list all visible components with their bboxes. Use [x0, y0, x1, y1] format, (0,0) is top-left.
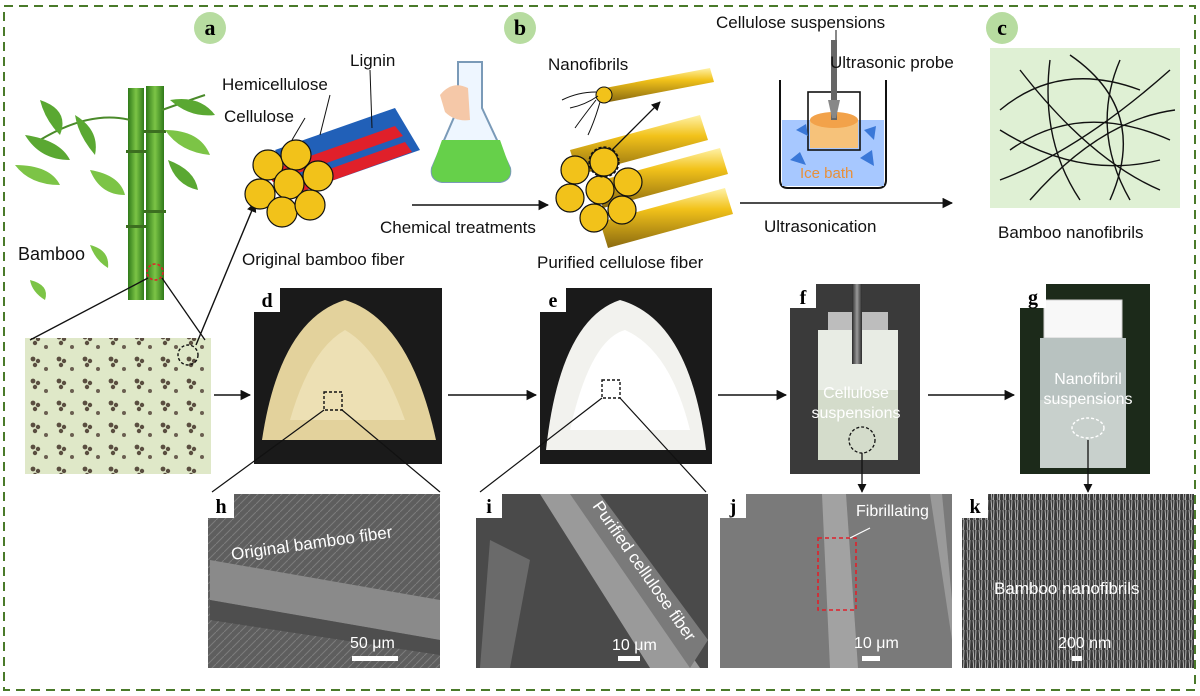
label-original-bamboo-fiber: Original bamboo fiber [242, 250, 405, 269]
zoom-line-right [162, 278, 205, 340]
label-bamboo: Bamboo [18, 244, 85, 264]
photo-g-label-line1: Nanofibril [1054, 371, 1122, 388]
label-hemicellulose: Hemicellulose [222, 75, 328, 94]
scale-bar-k [1072, 656, 1082, 661]
label-nanofibrils: Nanofibrils [548, 55, 628, 74]
label-chemical-treatments: Chemical treatments [380, 218, 536, 237]
sem-j-scale: 10 μm [854, 635, 899, 652]
scale-bar-i [618, 656, 640, 661]
panel-letter-i: i [486, 496, 492, 518]
label-lignin: Lignin [350, 51, 395, 70]
label-ice-bath: Ice bath [800, 165, 853, 182]
panel-letter-d: d [261, 290, 272, 312]
panel-letter-c: c [997, 15, 1007, 40]
scale-bar-j [862, 656, 880, 661]
panel-letter-e: e [549, 290, 558, 312]
flask-icon [432, 62, 511, 182]
panel-letter-j: j [729, 496, 737, 518]
photo-f-label-line2: suspensions [812, 405, 901, 422]
arrow-to-fiber [196, 203, 255, 345]
sem-k-title: Bamboo nanofibrils [994, 579, 1140, 598]
cellulose-pointer [292, 118, 305, 140]
photo-f-cellulose-vial [790, 284, 920, 474]
sem-j-title: Fibrillating [856, 503, 929, 520]
panel-letter-k: k [969, 496, 981, 518]
sem-h-scale: 50 μm [350, 635, 395, 652]
photo-d-bamboo-powder [254, 288, 442, 464]
photo-g-label-line2: suspensions [1044, 391, 1133, 408]
label-ultrasonication: Ultrasonication [764, 217, 876, 236]
nanofibril-network-panel [990, 48, 1180, 208]
sem-k-scale: 200 nm [1058, 635, 1111, 652]
panel-letter-g: g [1028, 287, 1038, 309]
bamboo-tissue-micrograph [25, 338, 211, 474]
sem-i-scale: 10 μm [612, 637, 657, 654]
panel-letter-a: a [205, 15, 216, 40]
purified-fiber-schematic [556, 68, 733, 248]
hemicellulose-pointer [320, 95, 330, 135]
label-cellulose: Cellulose [224, 107, 294, 126]
label-cellulose-suspensions: Cellulose suspensions [716, 13, 885, 32]
sem-j-fibrillating [720, 494, 952, 668]
photo-f-label-line1: Cellulose [823, 385, 889, 402]
panel-letter-h: h [215, 496, 226, 518]
panel-letter-b: b [514, 15, 526, 40]
panel-letter-f: f [800, 287, 807, 309]
sem-h-original-fiber [208, 494, 440, 668]
scale-bar-h [352, 656, 398, 661]
label-ultrasonic-probe: Ultrasonic probe [830, 53, 954, 72]
photo-e-cellulose-powder [540, 288, 712, 464]
zoom-line-left [30, 278, 148, 340]
sem-i-purified-fiber [476, 494, 708, 668]
bamboo-plant-illustration [15, 86, 215, 300]
label-bamboo-nanofibrils: Bamboo nanofibrils [998, 223, 1144, 242]
label-purified-cellulose-fiber: Purified cellulose fiber [537, 253, 704, 272]
